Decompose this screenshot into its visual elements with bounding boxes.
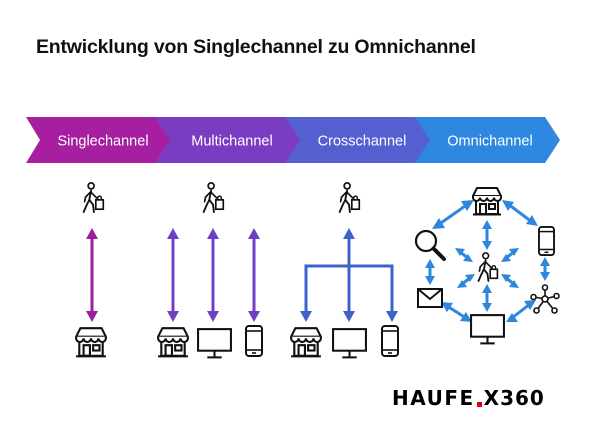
stage-chevron-omnichannel — [415, 117, 560, 163]
omnichannel-network — [414, 187, 560, 345]
store-icon — [472, 187, 502, 216]
magnifier-icon — [414, 229, 446, 261]
monitor-icon — [470, 314, 505, 345]
omni-connection-arrows — [425, 200, 550, 322]
smartphone-icon — [245, 325, 263, 357]
monitor-icon — [197, 328, 232, 359]
logo-brand-text: HAUFE — [392, 386, 475, 410]
bidirectional-arrow — [207, 228, 219, 322]
smartphone-icon — [381, 325, 399, 357]
shopper-icon — [477, 251, 499, 282]
monitor-icon — [332, 328, 367, 359]
envelope-icon — [417, 288, 443, 308]
store-icon — [290, 327, 322, 358]
shopper-icon — [202, 181, 225, 213]
singlechannel-column — [75, 181, 107, 358]
bidirectional-arrow — [167, 228, 179, 322]
stage-label-singlechannel: Singlechannel — [57, 134, 148, 150]
crosschannel-column — [290, 181, 399, 359]
stage-chevron-singlechannel — [26, 117, 175, 163]
bidirectional-arrow — [86, 228, 98, 322]
logo-suffix-text: X360 — [483, 386, 545, 410]
smartphone-icon — [538, 225, 555, 257]
shopper-icon — [338, 181, 361, 213]
stage-banner: Singlechannel Multichannel Crosschannel … — [26, 117, 560, 163]
stage-chevron-crosschannel — [285, 117, 435, 163]
stage-label-multichannel: Multichannel — [191, 134, 272, 150]
multichannel-column — [157, 181, 263, 359]
stage-chevron-multichannel — [155, 117, 305, 163]
haufe-x360-logo: HAUFE X360 — [392, 386, 545, 410]
stage-label-omnichannel: Omnichannel — [447, 134, 532, 150]
stage-label-crosschannel: Crosschannel — [318, 134, 407, 150]
branching-arrow — [300, 228, 398, 322]
store-icon — [157, 327, 189, 358]
store-icon — [75, 327, 107, 358]
network-icon — [530, 284, 560, 314]
bidirectional-arrow — [248, 228, 260, 322]
page-title: Entwicklung von Singlechannel zu Omnicha… — [36, 36, 476, 58]
shopper-icon — [82, 181, 105, 213]
logo-dot — [476, 401, 482, 407]
